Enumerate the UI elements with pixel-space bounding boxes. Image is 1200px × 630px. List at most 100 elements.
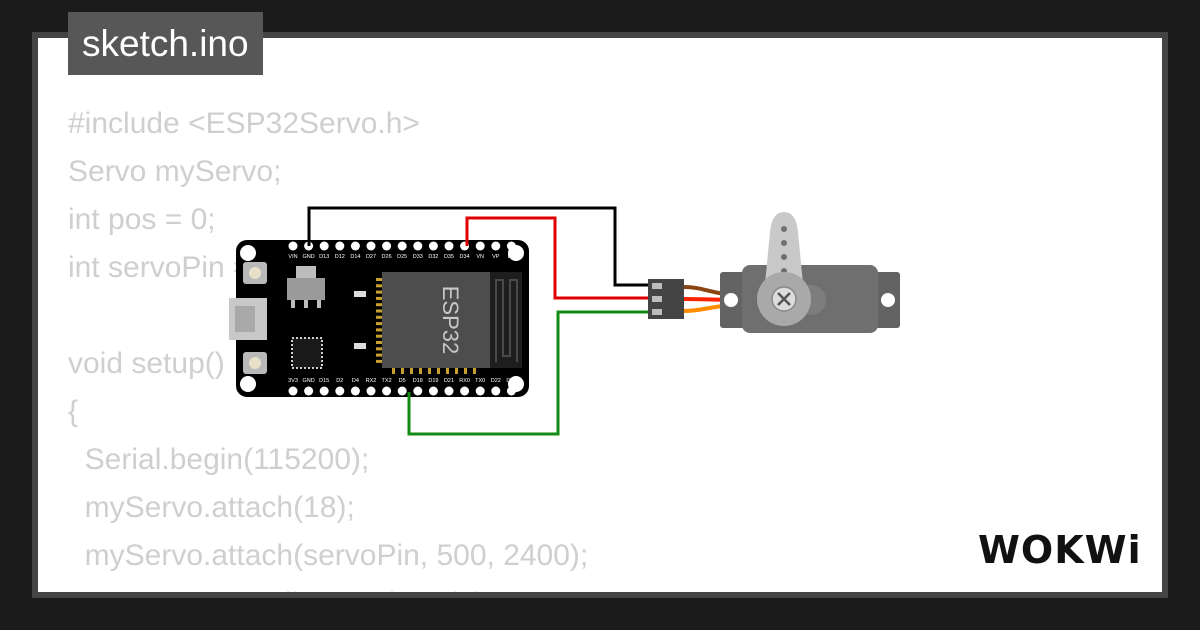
usb-port-inner bbox=[235, 306, 255, 332]
module-pad bbox=[376, 322, 382, 326]
header-pin[interactable] bbox=[475, 386, 485, 396]
module-pad bbox=[437, 368, 440, 374]
screw-cross-icon bbox=[777, 292, 791, 306]
pin-label: D15 bbox=[319, 378, 329, 384]
header-pin[interactable] bbox=[444, 386, 454, 396]
header-pin[interactable] bbox=[428, 241, 438, 251]
pin-label: D35 bbox=[444, 254, 454, 260]
header-pin[interactable] bbox=[366, 241, 376, 251]
code-line: { bbox=[68, 395, 79, 428]
power-wire[interactable] bbox=[465, 216, 652, 300]
pin-label: D25 bbox=[397, 254, 407, 260]
module-pad bbox=[410, 368, 413, 374]
code-line: myServo.attach(servoPin, 500, 2400); bbox=[68, 539, 589, 572]
header-pin[interactable] bbox=[304, 386, 314, 396]
module-pad bbox=[376, 303, 382, 307]
pin-label: VN bbox=[476, 254, 484, 260]
usb-serial-chip bbox=[291, 337, 323, 369]
signal-wire[interactable] bbox=[407, 310, 652, 436]
top-header-pins bbox=[288, 241, 516, 251]
mount-hole bbox=[240, 376, 256, 392]
pin-label: TX0 bbox=[475, 378, 485, 384]
header-pin[interactable] bbox=[444, 241, 454, 251]
pin-label: D26 bbox=[382, 254, 392, 260]
pin-label: D18 bbox=[413, 378, 423, 384]
header-pin[interactable] bbox=[475, 241, 485, 251]
servo-mount-hole bbox=[881, 293, 895, 307]
boot-button-cap bbox=[249, 357, 261, 369]
header-pin[interactable] bbox=[335, 386, 345, 396]
module-pad bbox=[392, 368, 395, 374]
pin-label: D34 bbox=[460, 254, 470, 260]
module-pad bbox=[376, 284, 382, 288]
pin-label: D19 bbox=[428, 378, 438, 384]
header-pin[interactable] bbox=[413, 386, 423, 396]
file-tab[interactable]: sketch.ino bbox=[68, 12, 263, 75]
header-pin[interactable] bbox=[382, 241, 392, 251]
header-pin[interactable] bbox=[491, 386, 501, 396]
smd-component bbox=[354, 343, 366, 349]
pin-label: GND bbox=[302, 378, 314, 384]
code-line: ESP32PWM::allocateTimer(0); bbox=[68, 580, 588, 592]
header-pin[interactable] bbox=[350, 241, 360, 251]
header-pin[interactable] bbox=[397, 241, 407, 251]
pin-label: RX0 bbox=[459, 378, 470, 384]
module-pad bbox=[428, 368, 431, 374]
module-pad bbox=[419, 368, 422, 374]
pin-label: D12 bbox=[335, 254, 345, 260]
header-pin[interactable] bbox=[319, 241, 329, 251]
module-pad bbox=[376, 341, 382, 344]
header-pin[interactable] bbox=[288, 386, 298, 396]
header-pin[interactable] bbox=[460, 386, 470, 396]
module-pad bbox=[455, 368, 458, 374]
gnd-wire[interactable] bbox=[307, 206, 652, 287]
module-pad bbox=[376, 353, 382, 357]
header-pin[interactable] bbox=[335, 241, 345, 251]
code-line: void setup() bbox=[68, 347, 225, 380]
header-pin[interactable] bbox=[491, 241, 501, 251]
pin-label: D33 bbox=[413, 254, 423, 260]
header-pin[interactable] bbox=[382, 386, 392, 396]
mount-hole bbox=[240, 245, 256, 261]
en-button-cap bbox=[249, 267, 261, 279]
header-pin[interactable] bbox=[413, 241, 423, 251]
pin-label: 3V3 bbox=[288, 378, 298, 384]
pin-label: D13 bbox=[319, 254, 329, 260]
pin-label: D22 bbox=[491, 378, 501, 384]
esp32-module bbox=[382, 272, 490, 368]
module-pad bbox=[376, 359, 382, 363]
wokwi-logo: WOKWi bbox=[978, 528, 1142, 572]
module-pad bbox=[464, 368, 467, 374]
servo-mount-hole bbox=[724, 293, 738, 307]
module-pad bbox=[401, 368, 404, 374]
module-pad bbox=[376, 334, 382, 338]
module-pads bbox=[376, 278, 476, 374]
code-line: #include <ESP32Servo.h> bbox=[68, 107, 420, 140]
pin-label: D27 bbox=[366, 254, 376, 260]
servo-motor[interactable] bbox=[648, 212, 900, 333]
header-pin[interactable] bbox=[397, 386, 407, 396]
pin-label: D2 bbox=[336, 378, 343, 384]
bottom-header-pins bbox=[288, 386, 516, 396]
header-pin[interactable] bbox=[506, 241, 516, 251]
header-pin[interactable] bbox=[428, 386, 438, 396]
sketch-preview-card: #include <ESP32Servo.h>Servo myServo;int… bbox=[38, 38, 1162, 592]
header-pin[interactable] bbox=[288, 241, 298, 251]
header-pin[interactable] bbox=[350, 386, 360, 396]
header-pin[interactable] bbox=[506, 386, 516, 396]
pin-label: D14 bbox=[350, 254, 360, 260]
header-pin[interactable] bbox=[319, 386, 329, 396]
module-pad bbox=[376, 296, 382, 300]
module-pad bbox=[376, 278, 382, 281]
pin-label: VIN bbox=[288, 254, 297, 260]
header-pin[interactable] bbox=[366, 386, 376, 396]
pin-label: RX2 bbox=[366, 378, 377, 384]
pin-label: GND bbox=[302, 254, 314, 260]
antenna-trace bbox=[495, 279, 518, 362]
pin-label: D32 bbox=[428, 254, 438, 260]
pin-label: TX2 bbox=[382, 378, 392, 384]
pin-label: D23 bbox=[506, 378, 516, 384]
code-line: Servo myServo; bbox=[68, 155, 282, 188]
